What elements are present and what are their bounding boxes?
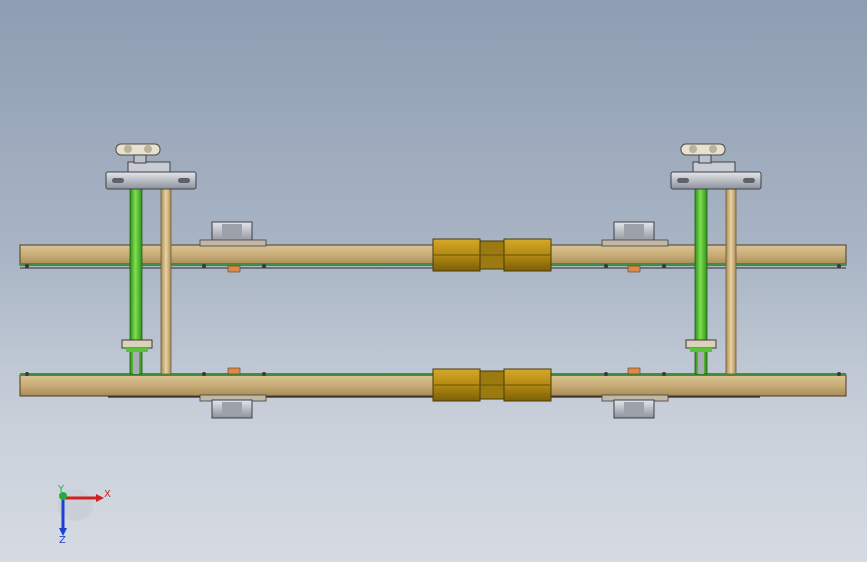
z-axis-label: Z: [59, 535, 66, 546]
y-axis-label: Y: [57, 484, 65, 495]
lower-right-bearing-block[interactable]: [601, 367, 669, 419]
left-support-post[interactable]: [160, 187, 172, 375]
left-lead-nut[interactable]: [121, 339, 153, 352]
left-top-bracket[interactable]: [105, 161, 197, 190]
x-axis-label: X: [104, 489, 111, 500]
right-handwheel-icon[interactable]: [680, 143, 726, 164]
lower-left-bearing-block[interactable]: [199, 367, 267, 419]
upper-left-bearing-block[interactable]: [199, 221, 267, 273]
right-lead-screw[interactable]: [694, 187, 708, 375]
fasteners: [25, 264, 841, 376]
right-support-post[interactable]: [725, 187, 737, 375]
y-axis-arrow: [59, 492, 67, 500]
upper-coupler[interactable]: [432, 238, 552, 272]
upper-right-bearing-block[interactable]: [601, 221, 669, 273]
lower-coupler[interactable]: [432, 368, 552, 402]
left-handwheel-icon[interactable]: [115, 143, 161, 164]
axis-triad: X Y Z: [57, 484, 111, 546]
right-top-bracket[interactable]: [670, 161, 762, 190]
right-lead-nut[interactable]: [685, 339, 717, 352]
